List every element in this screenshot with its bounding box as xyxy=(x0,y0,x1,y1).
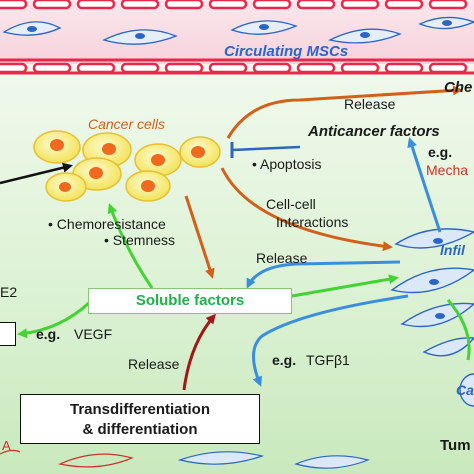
cancer-cells-label: Cancer cells xyxy=(88,116,166,132)
tumor-stroma-cells xyxy=(177,451,370,469)
soluble-to-msc-arrow xyxy=(291,274,399,298)
red-spindle-cells xyxy=(0,449,134,468)
blood-vessel xyxy=(0,0,474,75)
trans-release-arrow xyxy=(182,313,216,391)
mechanism-partial-label: Mecha xyxy=(426,162,469,178)
left-partial-box xyxy=(0,322,16,346)
mechanism-arrow xyxy=(407,137,442,233)
release-bottom-label: Release xyxy=(128,356,180,372)
circulating-mscs-label: Circulating MSCs xyxy=(224,43,349,60)
release-mid-label: Release xyxy=(256,250,308,266)
incoming-black-arrow xyxy=(0,162,73,185)
cancer-associated-partial-label: Ca xyxy=(456,382,474,398)
tgf-label: TGFβ1 xyxy=(306,352,350,368)
a-partial-label: A xyxy=(2,438,11,453)
cell-cell-label: Cell-cell xyxy=(266,196,316,212)
soluble-factors-label: Soluble factors xyxy=(135,292,245,309)
soluble-factors-box: Soluble factors xyxy=(88,288,292,314)
eg-right-label: e.g. xyxy=(428,144,453,160)
release-top-label: Release xyxy=(344,96,396,112)
right-green-arrow xyxy=(446,299,471,361)
transdifferentiation-box: Transdifferentiation & differentiation xyxy=(20,394,260,444)
msc-cluster xyxy=(390,228,474,357)
soluble-to-cancer-arrow xyxy=(107,203,154,289)
stemness-label: • Stemness xyxy=(104,232,176,248)
soluble-to-vessel-arrow xyxy=(17,300,92,339)
trans-line2: & differentiation xyxy=(82,421,198,438)
release-chemokine-arrow xyxy=(226,85,463,139)
tumor-partial-label: Tum xyxy=(440,437,471,454)
chemoresistance-label: • Chemoresistance xyxy=(48,216,166,232)
cancer-release-arrow xyxy=(184,195,215,279)
vegf-label: VEGF xyxy=(74,326,113,342)
interactions-label: Interactions xyxy=(276,214,349,230)
msc-release-arrow xyxy=(246,260,401,289)
anticancer-inhibition-arrow xyxy=(231,145,301,152)
infiltrating-partial-label: Infil xyxy=(440,242,465,258)
cancer-associated-cell-partial xyxy=(459,373,474,407)
eg-vegf-label: e.g. xyxy=(36,326,61,342)
apoptosis-label: • Apoptosis xyxy=(252,156,322,172)
eg-tgf-label: e.g. xyxy=(272,352,297,368)
anticancer-factors-label: Anticancer factors xyxy=(308,123,440,140)
chemokine-partial-label: Che xyxy=(444,79,473,96)
cell-interaction-arrow xyxy=(220,167,393,252)
tgf-arrow xyxy=(252,294,409,387)
trans-line1: Transdifferentiation xyxy=(69,401,211,418)
cancer-cell-cluster xyxy=(33,130,221,202)
e2-partial-label: E2 xyxy=(0,284,18,300)
